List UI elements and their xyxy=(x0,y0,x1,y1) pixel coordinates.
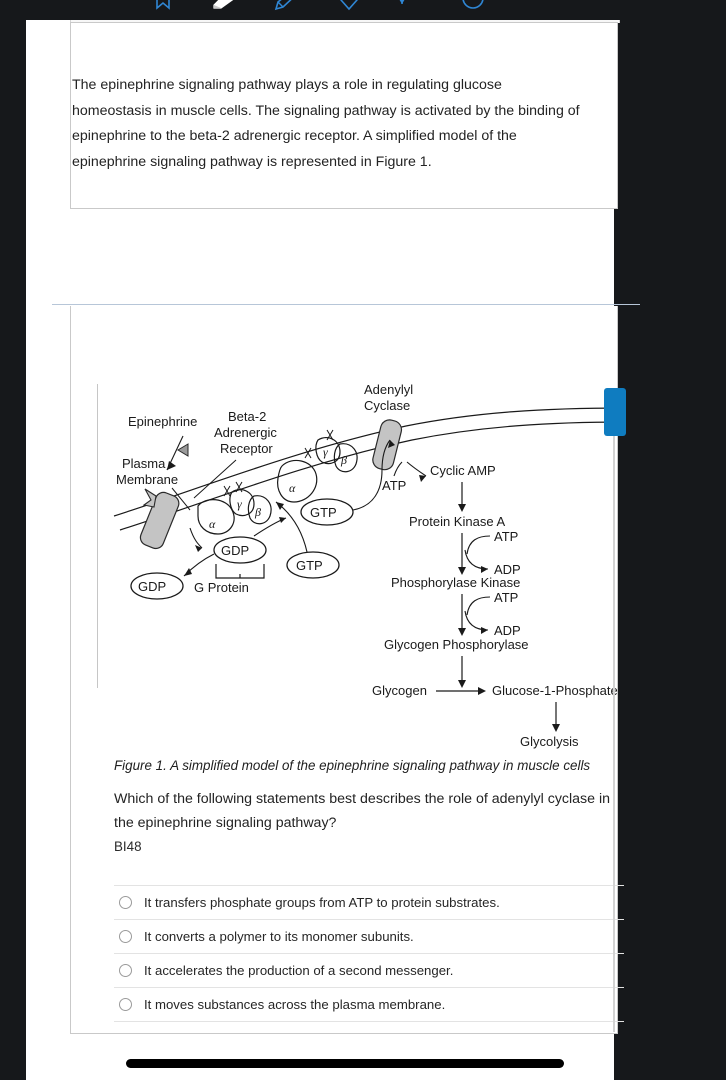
figure-label-gdp-free: GDP xyxy=(138,579,166,594)
figure-label-cyclic-amp: Cyclic AMP xyxy=(430,463,496,478)
figure-label-adp-pk: ADP xyxy=(494,623,521,638)
figure-label-gtp-free: GTP xyxy=(296,558,323,573)
bookmark-icon[interactable] xyxy=(150,0,176,12)
figure-label-alpha-2: α xyxy=(289,481,296,495)
figure-left-rule xyxy=(97,384,98,688)
figure-label-plasma-1: Plasma xyxy=(122,456,166,471)
pencil-icon[interactable] xyxy=(336,0,362,12)
figure-label-receptor-1: Beta-2 xyxy=(228,409,266,424)
figure-label-epinephrine: Epinephrine xyxy=(128,414,197,429)
figure-label-gtp-bound: GTP xyxy=(310,505,337,520)
undo-icon[interactable] xyxy=(398,0,424,12)
question-stem: Which of the following statements best d… xyxy=(114,791,611,831)
figure-label-alpha-1: α xyxy=(209,517,216,531)
question-body-box xyxy=(70,22,618,209)
answer-option-1[interactable]: It transfers phosphate groups from ATP t… xyxy=(114,885,624,919)
figure-label-gamma-2: γ xyxy=(323,445,328,459)
pen-icon[interactable] xyxy=(274,0,300,12)
toolbar-icon-group xyxy=(150,0,486,12)
figure-label-phosphorylase-kinase: Phosphorylase Kinase xyxy=(391,575,520,590)
circle-icon[interactable] xyxy=(460,0,486,12)
question-lower-box xyxy=(70,306,618,1034)
document-page: Question 2 1 pts The epinephrine signali… xyxy=(26,0,640,1080)
figure-label-receptor-3: Receptor xyxy=(220,441,273,456)
highlighter-icon[interactable] xyxy=(212,0,238,12)
figure-label-glycogen: Glycogen xyxy=(372,683,427,698)
radio-button-2[interactable] xyxy=(119,930,132,943)
figure-label-glucose-1-phosphate: Glucose-1-Phosphate xyxy=(492,683,618,698)
figure-label-gdp-bound: GDP xyxy=(221,543,249,558)
figure-label-atp-pk: ATP xyxy=(494,590,518,605)
answer-option-3[interactable]: It accelerates the production of a secon… xyxy=(114,953,624,987)
radio-button-4[interactable] xyxy=(119,998,132,1011)
question-code: BI48 xyxy=(114,839,142,854)
answer-option-4[interactable]: It moves substances across the plasma me… xyxy=(114,987,624,1022)
figure-label-g-protein: G Protein xyxy=(194,580,249,595)
figure-label-beta-1: β xyxy=(254,505,261,519)
figure-label-atp-cyclase: ATP xyxy=(382,478,406,493)
answer-option-2[interactable]: It converts a polymer to its monomer sub… xyxy=(114,919,624,953)
figure-label-adenylyl-1: Adenylyl xyxy=(364,382,413,397)
figure-label-glycolysis: Glycolysis xyxy=(520,734,579,749)
figure-label-protein-kinase-a: Protein Kinase A xyxy=(409,514,505,529)
figure-caption: Figure 1. A simplified model of the epin… xyxy=(114,758,591,773)
left-gutter xyxy=(0,0,26,1080)
scrollbar-handle[interactable] xyxy=(604,388,626,436)
figure-label-adp-pka: ADP xyxy=(494,562,521,577)
figure-label-plasma-2: Membrane xyxy=(116,472,178,487)
question-intro-text: The epinephrine signaling pathway plays … xyxy=(72,77,580,170)
answer-option-1-label: It transfers phosphate groups from ATP t… xyxy=(144,894,500,910)
scrollbar-track[interactable] xyxy=(613,436,615,1032)
figure-label-glycogen-phosphorylase: Glycogen Phosphorylase xyxy=(384,637,529,652)
figure-label-adenylyl-2: Cyclase xyxy=(364,398,410,413)
pathway-figure: Epinephrine Plasma Membrane Beta-2 Adren… xyxy=(106,378,636,760)
right-gutter xyxy=(614,0,726,1080)
answer-option-2-label: It converts a polymer to its monomer sub… xyxy=(144,928,414,944)
answer-options-list: It transfers phosphate groups from ATP t… xyxy=(114,885,624,1022)
page-break-divider xyxy=(52,304,640,305)
answer-option-4-label: It moves substances across the plasma me… xyxy=(144,996,446,1012)
home-indicator xyxy=(126,1059,564,1068)
annotation-toolbar xyxy=(0,0,726,20)
radio-button-3[interactable] xyxy=(119,964,132,977)
figure-label-gamma-1: γ xyxy=(237,497,242,511)
answer-option-3-label: It accelerates the production of a secon… xyxy=(144,962,454,978)
figure-label-beta-2: β xyxy=(340,453,347,467)
figure-label-receptor-2: Adrenergic xyxy=(214,425,277,440)
radio-button-1[interactable] xyxy=(119,896,132,909)
figure-label-atp-pka: ATP xyxy=(494,529,518,544)
